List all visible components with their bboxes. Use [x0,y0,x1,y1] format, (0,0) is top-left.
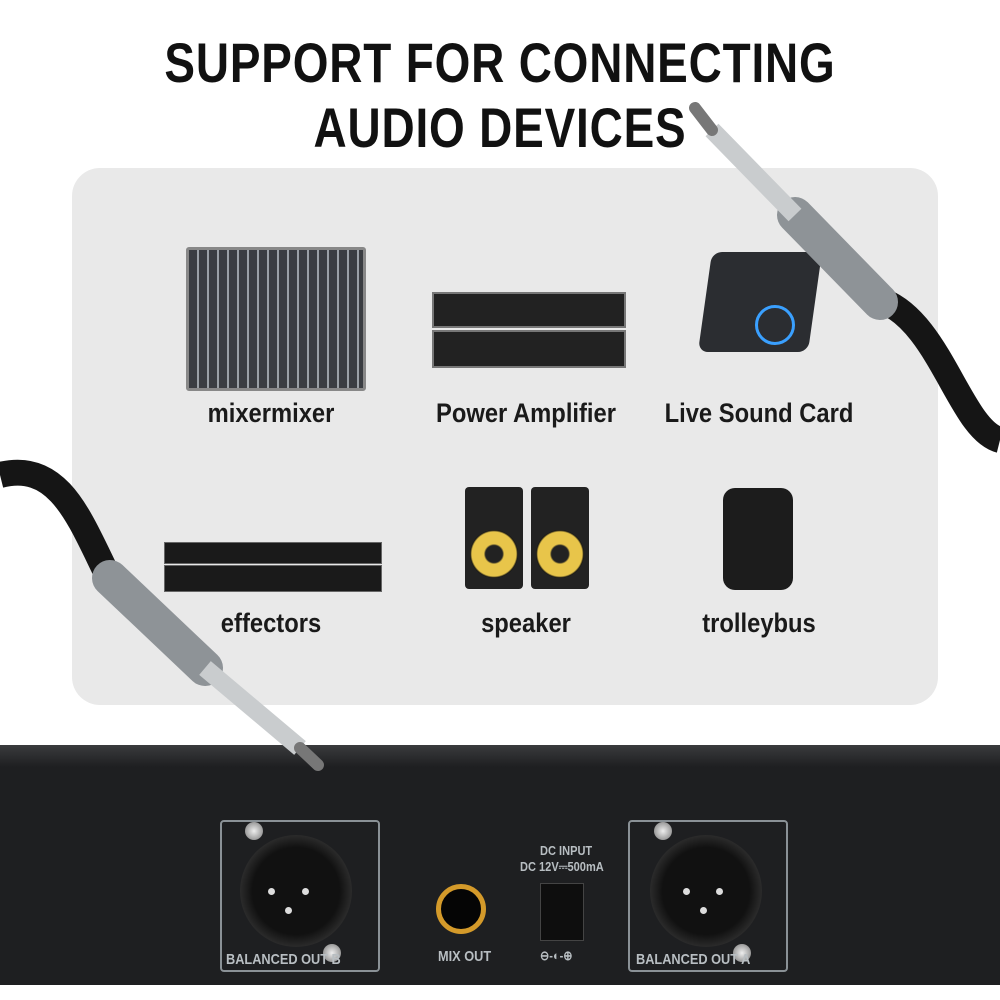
cable-left [0,459,324,771]
mix-out-jack[interactable] [436,884,486,934]
xlr-pin [716,888,723,895]
effector-icon [164,565,382,592]
xlr-pin [285,907,292,914]
cable-right [689,102,1000,453]
sound-card-knob [755,305,795,345]
device-label: Power Amplifier [435,398,616,428]
dc-input-jack[interactable] [540,883,584,941]
xlr-pin [302,888,309,895]
balanced-out-a-plate [628,820,788,972]
xlr-output-a[interactable] [650,835,762,947]
xlr-output-b[interactable] [240,835,352,947]
mix-out-label: MIX OUT [438,948,492,965]
trolley-speaker-icon [723,488,793,590]
polarity-symbol: ⊖-◐-⊕ [540,948,573,963]
xlr-pin [268,888,275,895]
receiver-bezel [0,745,1000,767]
screw-icon [323,944,341,962]
dc-spec-label: DC 12V⎓500mA [520,859,604,874]
speaker-cone [536,530,584,578]
xlr-pin [683,888,690,895]
balanced-out-b-label: BALANCED OUT B [226,951,341,968]
device-label: Live Sound Card [664,398,854,428]
device-label: speaker [481,608,571,638]
balanced-out-a-label: BALANCED OUT A [636,951,751,968]
mixer-icon [186,247,366,391]
page-title: SUPPORT FOR CONNECTING AUDIO DEVICES [164,31,836,159]
xlr-pin [700,907,707,914]
receiver-rear-panel [0,745,1000,985]
power-amplifier-icon [432,330,626,368]
effector-icon [164,542,382,564]
screw-icon [654,822,672,840]
power-amplifier-icon [432,292,626,328]
device-label: trolleybus [702,608,816,638]
device-label: mixermixer [207,398,335,428]
balanced-out-b-plate [220,820,380,972]
speaker-cone [470,530,518,578]
screw-icon [733,944,751,962]
device-label: effectors [220,608,322,638]
dc-input-label: DC INPUT [540,843,593,858]
screw-icon [245,822,263,840]
